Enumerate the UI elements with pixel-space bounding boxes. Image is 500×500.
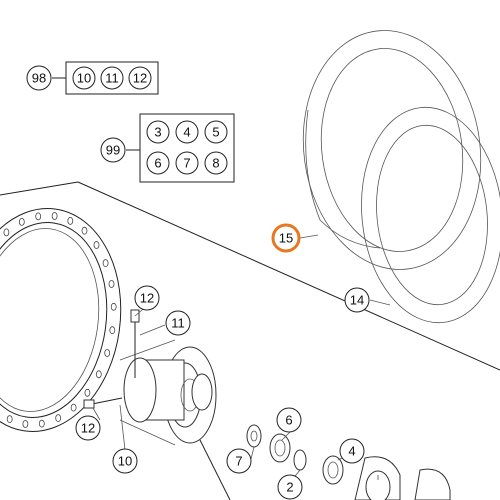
svg-text:4: 4 <box>183 125 190 140</box>
svg-text:12: 12 <box>133 71 147 86</box>
svg-text:11: 11 <box>171 316 185 331</box>
callout-8[interactable]: 8 <box>204 151 228 175</box>
rim-spoke-hole <box>93 241 100 249</box>
rim-spoke-hole <box>55 414 62 423</box>
callout-98[interactable]: 98 <box>26 65 52 91</box>
callout-7-kit[interactable]: 7 <box>175 151 199 175</box>
callout-14[interactable]: 14 <box>344 287 370 313</box>
svg-text:99: 99 <box>106 143 120 158</box>
svg-text:6: 6 <box>154 156 161 171</box>
rim-spoke-hole <box>51 212 58 220</box>
svg-text:7: 7 <box>183 156 190 171</box>
rim-spoke-hole <box>109 326 116 335</box>
callout-10-kit[interactable]: 10 <box>72 66 96 90</box>
kit-99-box <box>139 113 235 183</box>
rim-spoke-hole <box>3 228 10 237</box>
svg-text:98: 98 <box>32 71 46 86</box>
leader-lines <box>250 234 391 481</box>
callout-5[interactable]: 5 <box>204 120 228 144</box>
rim-spoke-hole <box>6 415 13 424</box>
rim-spoke-holes <box>3 212 117 428</box>
callout-6[interactable]: 6 <box>276 407 302 433</box>
rim-spoke-hole <box>38 419 45 428</box>
hub-drawing <box>119 339 217 446</box>
rim-drawing <box>0 208 122 432</box>
callout-15-highlighted[interactable]: 15 <box>271 223 301 253</box>
callout-12-lower[interactable]: 12 <box>75 415 101 441</box>
svg-text:8: 8 <box>212 156 219 171</box>
svg-text:6: 6 <box>285 413 292 428</box>
callout-10[interactable]: 10 <box>112 448 138 474</box>
callout-11-kit[interactable]: 11 <box>100 66 124 90</box>
svg-text:11: 11 <box>105 71 119 86</box>
rim-spoke-hole <box>70 403 77 412</box>
wheel-assembly-box <box>0 181 500 500</box>
callout-7[interactable]: 7 <box>226 448 252 474</box>
callout-11[interactable]: 11 <box>165 310 191 336</box>
rim-spoke-hole <box>110 302 117 311</box>
callout-99[interactable]: 99 <box>100 137 126 163</box>
svg-text:15: 15 <box>279 231 293 246</box>
rim-spoke-hole <box>22 420 29 428</box>
svg-text:12: 12 <box>81 421 95 436</box>
callout-2[interactable]: 2 <box>277 474 303 500</box>
svg-text:7: 7 <box>235 454 242 469</box>
rim-spoke-hole <box>102 259 109 268</box>
rim-spoke-hole <box>95 370 102 379</box>
svg-text:5: 5 <box>212 125 219 140</box>
bearings-and-seals <box>246 424 451 500</box>
callout-4[interactable]: 4 <box>339 438 365 464</box>
svg-text:14: 14 <box>350 293 364 308</box>
callout-3[interactable]: 3 <box>146 120 170 144</box>
callout-12-kit[interactable]: 12 <box>128 66 152 90</box>
rim-spoke-hole <box>81 226 88 235</box>
rim-spoke-hole <box>104 349 111 357</box>
svg-text:3: 3 <box>154 125 161 140</box>
callout-4-kit[interactable]: 4 <box>175 120 199 144</box>
svg-text:12: 12 <box>140 291 154 306</box>
rim-spoke-hole <box>35 212 42 221</box>
callout-12-upper[interactable]: 12 <box>134 285 160 311</box>
callout-6-kit[interactable]: 6 <box>146 151 170 175</box>
svg-text:10: 10 <box>118 454 132 469</box>
svg-text:2: 2 <box>286 480 293 495</box>
rim-spoke-hole <box>67 216 74 225</box>
rim-spoke-hole <box>18 217 25 226</box>
tire-drawing <box>302 30 500 324</box>
svg-text:4: 4 <box>348 444 355 459</box>
svg-text:10: 10 <box>77 71 91 86</box>
rim-spoke-hole <box>108 280 115 288</box>
rim-spoke-hole <box>84 388 91 397</box>
